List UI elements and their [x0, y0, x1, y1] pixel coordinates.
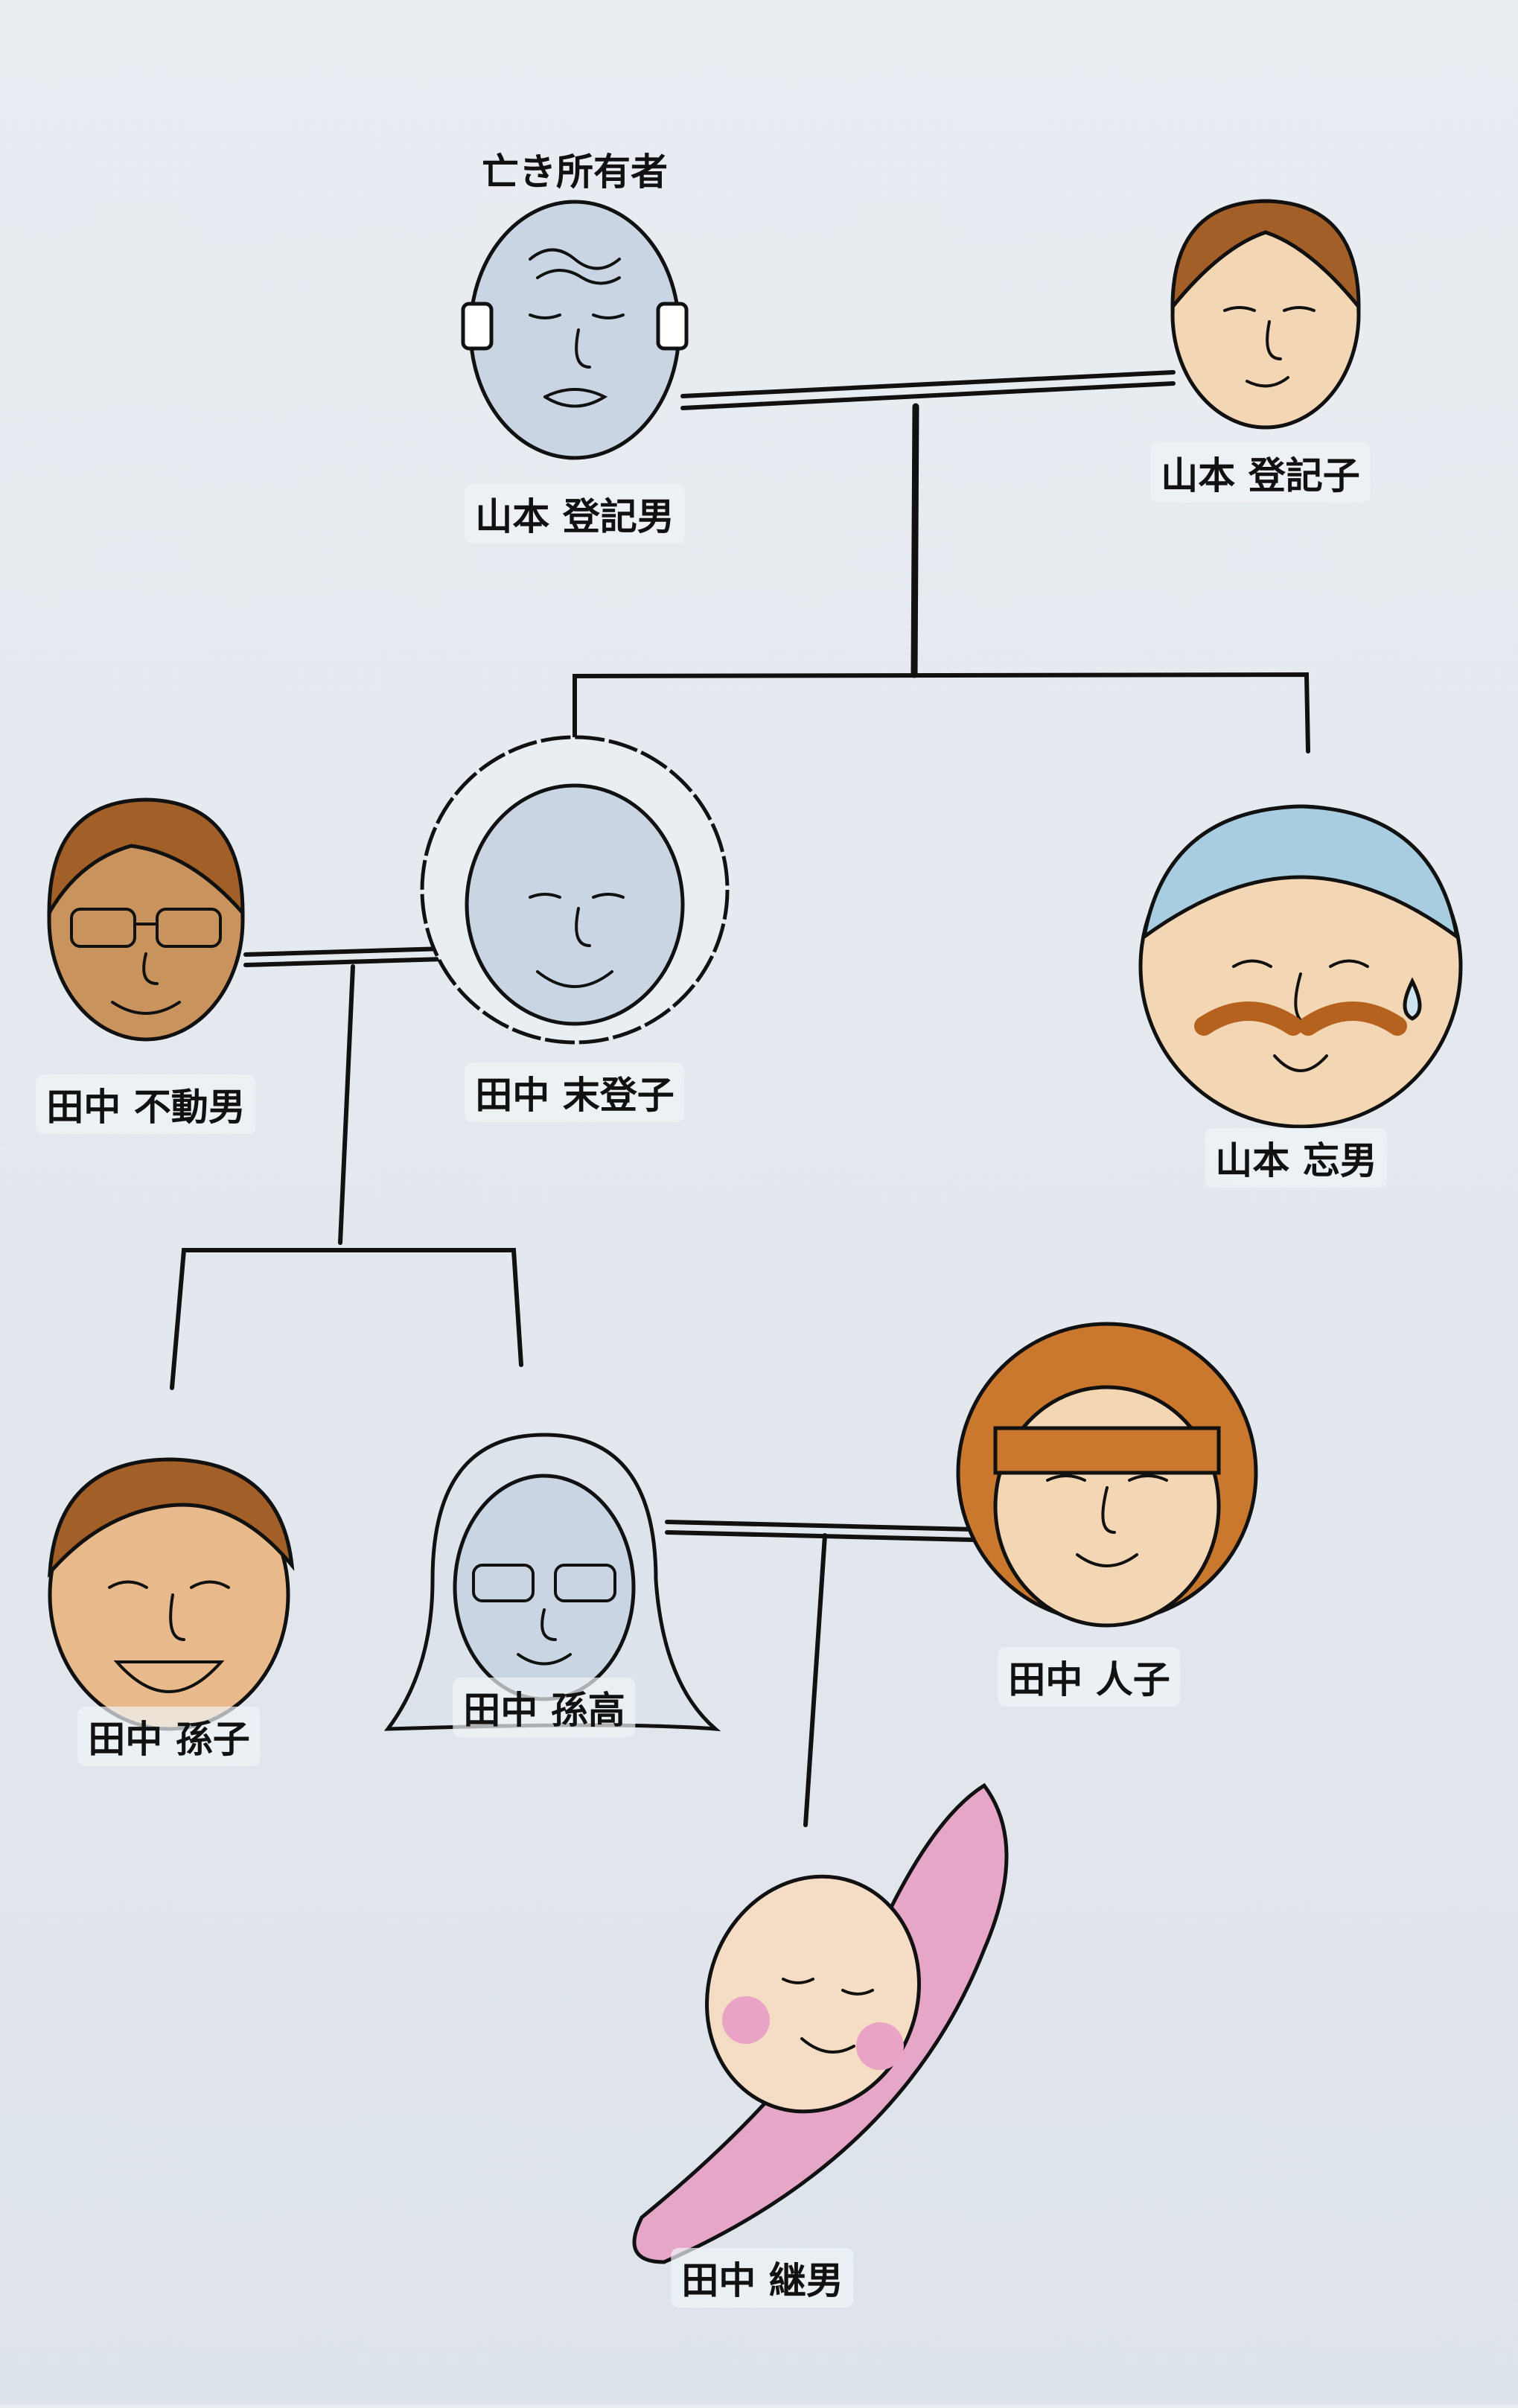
name-label-wasureo: 山本 忘男	[1205, 1128, 1388, 1188]
portrait-magotaka	[383, 1433, 721, 1732]
portrait-fudoo	[47, 797, 245, 1042]
descent-line-tokio	[911, 403, 919, 678]
descent-line-magotaka	[803, 1533, 827, 1827]
connector-lines	[170, 370, 1310, 1827]
marriage-line-tokio-tokiko	[680, 370, 1176, 410]
portrait-mitoko	[420, 735, 730, 1045]
name-label-tokiko: 山本 登記子	[1150, 443, 1371, 503]
name-label-tokio: 山本 登記男	[465, 484, 685, 544]
marriage-line-fudoo-mitoko	[243, 946, 447, 967]
name-label-magoko: 田中 孫子	[77, 1707, 261, 1766]
portrait-magoko	[48, 1457, 295, 1731]
portrait-tokiko	[1170, 199, 1361, 430]
sibling-line-gen3	[170, 1248, 523, 1390]
portrait-tsuguo	[632, 1783, 1009, 2264]
name-label-mitoko: 田中 末登子	[465, 1063, 685, 1122]
portrait-tokio	[461, 200, 689, 460]
name-label-fudoo: 田中 不動男	[36, 1074, 256, 1134]
portrait-hitoko	[956, 1322, 1258, 1628]
sibling-line-gen2	[573, 672, 1310, 754]
descent-line-fudoo	[338, 964, 355, 1245]
name-label-magotaka: 田中 孫高	[453, 1678, 636, 1737]
name-label-hitoko: 田中 人子	[998, 1647, 1181, 1707]
deceased-owner-label: 亡き所有者	[482, 150, 668, 194]
name-label-tsuguo: 田中 継男	[671, 2248, 854, 2307]
portrait-wasureo	[1138, 804, 1463, 1129]
marriage-line-magotaka-hitoko	[665, 1520, 976, 1542]
